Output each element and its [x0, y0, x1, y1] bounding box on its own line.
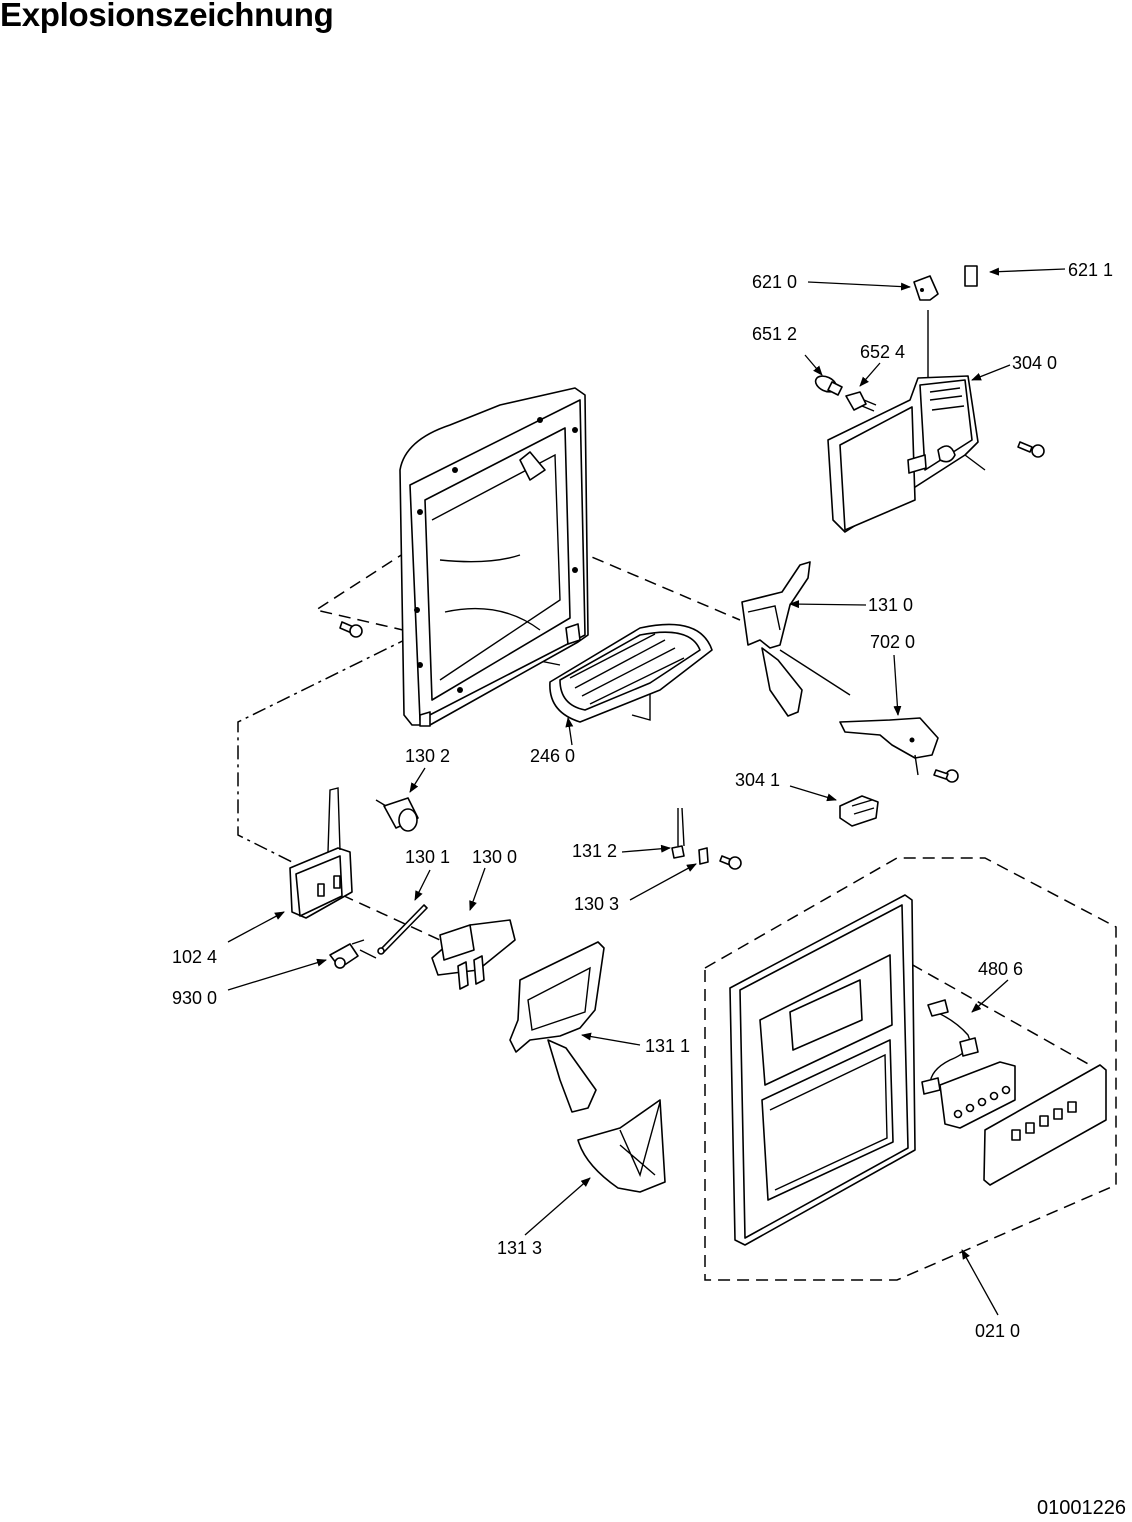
- control-overlay: [983, 1064, 1107, 1186]
- funnel-131-3: [577, 1099, 666, 1193]
- label-304-0: 304 0: [1012, 353, 1057, 373]
- label-652-4: 652 4: [860, 342, 905, 362]
- part-621-1: [964, 265, 978, 287]
- label-930-0: 930 0: [172, 988, 217, 1008]
- page-title: Explosionszeichnung: [0, 0, 334, 33]
- water-lever-702-0: [839, 717, 959, 783]
- part-labels: 621 0 621 1 651 2 652 4 304 0 131 0 702 …: [172, 260, 1113, 1341]
- label-480-6: 480 6: [978, 959, 1023, 979]
- clip-130-3: [698, 847, 742, 870]
- switch-621-0: [913, 275, 939, 301]
- label-102-4: 102 4: [172, 947, 217, 967]
- pin-130-1: [377, 904, 428, 955]
- document-number: 01001226: [1037, 1497, 1126, 1519]
- label-131-3: 131 3: [497, 1238, 542, 1258]
- label-130-0: 130 0: [472, 847, 517, 867]
- label-702-0: 702 0: [870, 632, 915, 652]
- lamp-bulb: [814, 375, 843, 396]
- clip-131-2: [671, 807, 685, 859]
- label-021-0: 021 0: [975, 1321, 1020, 1341]
- screw-switch-housing: [1017, 441, 1045, 458]
- switch-housing: [827, 375, 979, 533]
- label-304-1: 304 1: [735, 770, 780, 790]
- leader-lines: [227, 267, 1066, 1316]
- connector-304-1: [839, 795, 879, 827]
- label-621-1: 621 1: [1068, 260, 1113, 280]
- lamp-socket: [845, 391, 877, 412]
- label-651-2: 651 2: [752, 324, 797, 344]
- label-131-1: 131 1: [645, 1036, 690, 1056]
- label-130-3: 130 3: [574, 894, 619, 914]
- screw-left: [339, 621, 363, 638]
- drip-tray-grille: [549, 623, 713, 723]
- spring-930-0: [329, 939, 377, 969]
- solenoid-130-2: [375, 797, 419, 832]
- label-131-2: 131 2: [572, 841, 617, 861]
- control-board: [939, 1061, 1016, 1129]
- dispenser-housing: [399, 387, 589, 727]
- label-131-0: 131 0: [868, 595, 913, 615]
- wiring-harness-480-6: [921, 999, 979, 1095]
- bracket-130-0: [431, 919, 516, 990]
- auger-motor-102-4: [289, 787, 353, 919]
- label-130-2: 130 2: [405, 746, 450, 766]
- lever-131-1: [509, 941, 605, 1113]
- ice-lever-131-0: [741, 561, 811, 717]
- label-621-0: 621 0: [752, 272, 797, 292]
- label-246-0: 246 0: [530, 746, 575, 766]
- front-panel: [729, 894, 916, 1246]
- label-130-1: 130 1: [405, 847, 450, 867]
